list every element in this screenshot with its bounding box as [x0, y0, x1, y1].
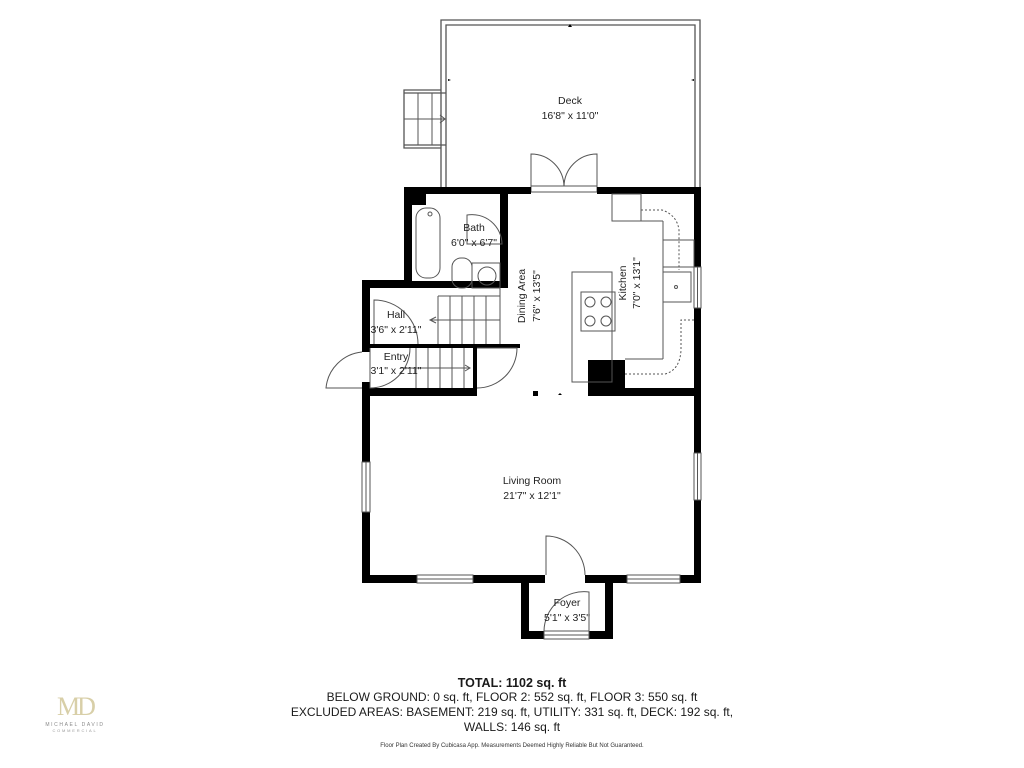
kitchen-fixtures	[571, 193, 695, 383]
deck-size: 16'8" x 11'0"	[542, 110, 599, 122]
total-area: TOTAL: 1102 sq. ft	[457, 676, 567, 690]
windows	[361, 266, 702, 640]
bath-size: 6'0" x 6'7"	[451, 237, 497, 249]
foyer-label: Foyer	[554, 597, 581, 609]
hall-label: Hall	[387, 309, 405, 321]
dining-size: 7'6" x 13'5"	[531, 270, 543, 322]
kitchen-label: Kitchen	[617, 265, 629, 300]
living-room-size: 21'7" x 12'1"	[503, 490, 561, 502]
bath-label: Bath	[463, 222, 485, 234]
bath-fixtures	[412, 205, 503, 289]
entry-size: 3'1" x 2'11"	[371, 365, 422, 377]
deck-stairs	[404, 93, 446, 145]
markers	[529, 391, 562, 580]
deck-french-doors	[530, 153, 598, 193]
interior-stairs	[325, 288, 518, 389]
deck-label: Deck	[558, 95, 583, 107]
logo-name: MICHAEL DAVID	[45, 722, 105, 728]
kitchen-size: 7'0" x 13'1"	[631, 257, 643, 309]
hall-size: 3'6" x 2'11"	[371, 324, 422, 336]
walls-area: WALLS: 146 sq. ft	[463, 720, 561, 734]
dining-label: Dining Area	[516, 269, 528, 323]
living-room-label: Living Room	[503, 475, 562, 487]
logo-mark: MD	[57, 692, 96, 721]
floor-areas: BELOW GROUND: 0 sq. ft, FLOOR 2: 552 sq.…	[326, 690, 698, 704]
disclaimer: Floor Plan Created By Cubicasa App. Meas…	[380, 743, 644, 749]
foyer-size: 5'1" x 3'5"	[544, 612, 590, 624]
deck-markers	[448, 24, 694, 81]
excluded-areas: EXCLUDED AREAS: BASEMENT: 219 sq. ft, UT…	[290, 705, 734, 719]
logo-subtitle: COMMERCIAL	[52, 728, 98, 733]
door-swings	[543, 535, 590, 632]
brand-logo: MD MICHAEL DAVID COMMERCIAL	[30, 692, 120, 734]
entry-label: Entry	[384, 351, 409, 363]
